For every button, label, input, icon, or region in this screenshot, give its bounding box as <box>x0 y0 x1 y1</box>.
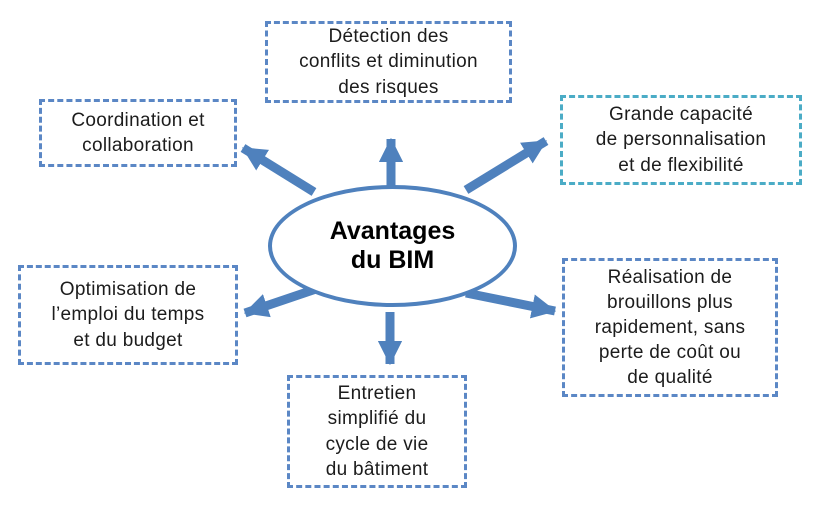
arrow-to-personnalisation-icon <box>463 137 549 194</box>
node-coordination-collaboration-label: Coordination et collaboration <box>71 109 205 156</box>
center-ellipse-avantages-bim: Avantages du BIM <box>268 185 517 307</box>
center-ellipse-title: Avantages du BIM <box>329 216 456 275</box>
node-detection-conflits: Détection des conflits et diminution des… <box>265 21 512 103</box>
node-realisation-brouillons-label: Réalisation de brouillons plus rapidemen… <box>594 266 746 389</box>
node-entretien-cycle-vie: Entretien simplifié du cycle de vie du b… <box>287 375 467 488</box>
arrow-to-coordination-icon <box>240 144 317 196</box>
node-optimisation-temps-budget: Optimisation de l’emploi du temps et du … <box>18 265 238 365</box>
node-capacite-personnalisation-label: Grande capacité de personnalisation et d… <box>595 104 767 176</box>
node-coordination-collaboration: Coordination et collaboration <box>39 99 237 167</box>
node-entretien-cycle-vie-label: Entretien simplifié du cycle de vie du b… <box>325 383 429 480</box>
node-capacite-personnalisation: Grande capacité de personnalisation et d… <box>560 95 802 185</box>
node-detection-conflits-label: Détection des conflits et diminution des… <box>299 26 478 98</box>
node-optimisation-temps-budget-label: Optimisation de l’emploi du temps et du … <box>51 279 205 351</box>
node-realisation-brouillons: Réalisation de brouillons plus rapidemen… <box>562 258 778 397</box>
arrow-to-optimisation-icon <box>243 284 318 318</box>
arrow-to-realisation-icon <box>465 288 557 319</box>
